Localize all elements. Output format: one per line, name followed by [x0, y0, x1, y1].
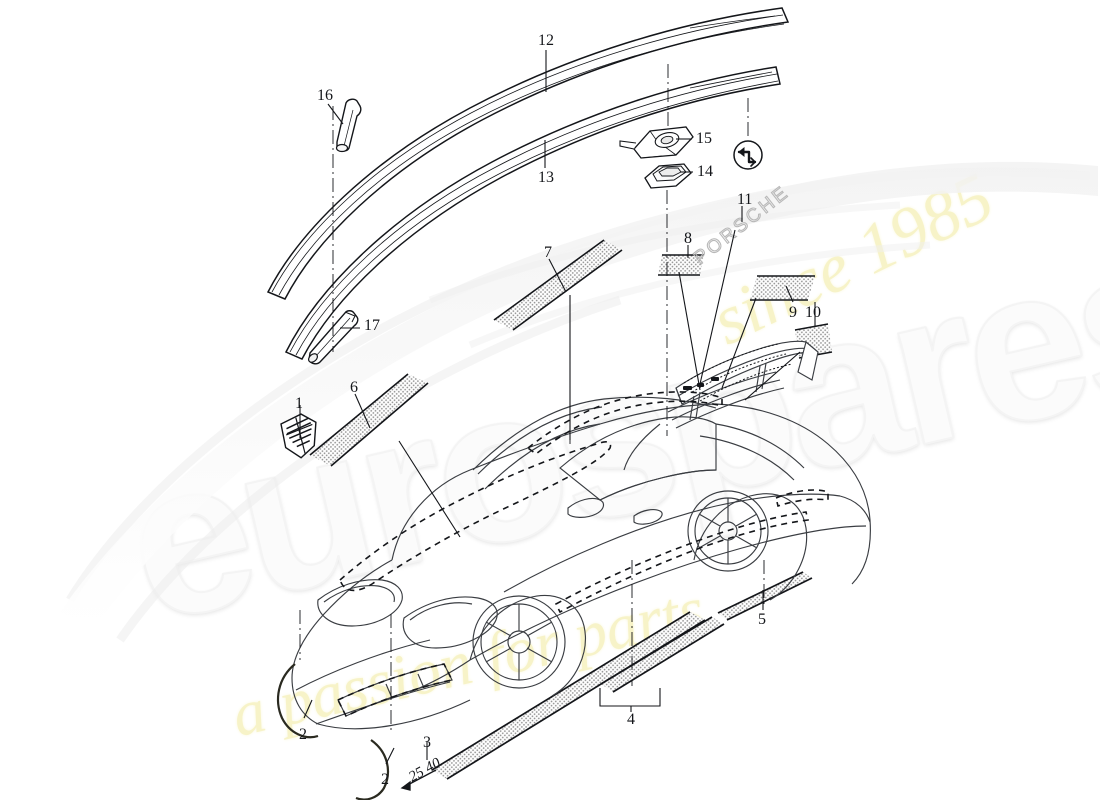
callout-label-15[interactable]: 15: [696, 130, 712, 147]
callout-label-11[interactable]: 11: [737, 191, 753, 208]
callout-label-3[interactable]: 3: [423, 734, 431, 751]
part-4-decal-strip-a: [432, 612, 705, 779]
car-body-outline: [291, 396, 871, 730]
callout-label-16[interactable]: 16: [317, 87, 333, 104]
part-15-mounting-clamp: [619, 126, 694, 159]
callout-label-17[interactable]: 17: [364, 317, 380, 334]
assembly-direction-symbol: [733, 140, 763, 170]
decal-placement-outlines: [336, 391, 829, 718]
callout-label-6[interactable]: 6: [350, 379, 358, 396]
part-2-trim-strips: [276, 663, 389, 800]
callout-label-9[interactable]: 9: [789, 304, 797, 321]
part-12-roof-rail-upper: [266, 7, 790, 300]
part-6-decal-strip: [310, 374, 428, 466]
callout-label-4[interactable]: 4: [627, 711, 635, 728]
callout-label-8[interactable]: 8: [684, 230, 692, 247]
center-lines: [299, 64, 765, 730]
part-9-decal-strip: [750, 276, 815, 300]
part-3-sill-marking: [400, 769, 437, 791]
part-14-mounting-base: [644, 163, 692, 189]
part-16-end-cap-upper: [335, 98, 362, 153]
leader-lines: [299, 50, 816, 765]
callout-label-7[interactable]: 7: [544, 244, 552, 261]
callout-label-14[interactable]: 14: [697, 163, 713, 180]
callout-label-1[interactable]: 1: [295, 395, 303, 412]
rear-wing-decal-rows: [683, 343, 793, 402]
part-17-end-cap-lower: [308, 310, 359, 365]
part-8-decal-strip: [658, 255, 704, 275]
rear-wing: [623, 340, 819, 471]
callout-label-2b[interactable]: 2: [381, 771, 389, 788]
callout-label-2a[interactable]: 2: [299, 726, 307, 743]
callout-label-12[interactable]: 12: [538, 32, 554, 49]
callout-label-10[interactable]: 10: [805, 304, 821, 321]
marking-text: 25 40: [406, 755, 444, 786]
callout-label-5[interactable]: 5: [758, 611, 766, 628]
part-7-decal-strip: [494, 240, 622, 330]
part-13-roof-rail-lower: [284, 66, 781, 360]
part-4-decal-strip-b: [601, 617, 724, 692]
callout-label-13[interactable]: 13: [538, 169, 554, 186]
